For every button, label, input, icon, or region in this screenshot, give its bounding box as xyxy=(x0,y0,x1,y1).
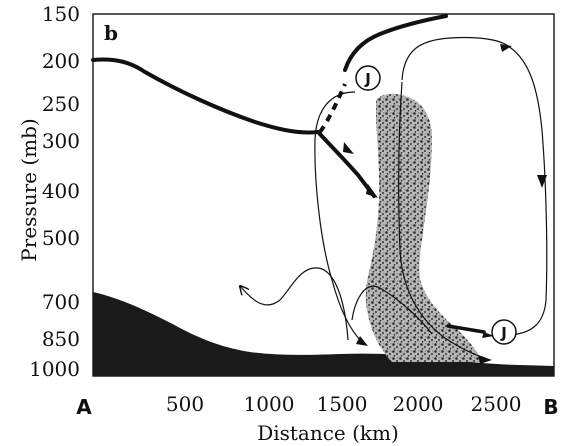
lower-return-flow xyxy=(351,285,433,335)
front-barb xyxy=(343,142,354,154)
loop-left-arrow xyxy=(356,336,368,346)
endpoint-label-b: B xyxy=(543,395,558,419)
plot-frame xyxy=(92,13,555,377)
terrain-surface xyxy=(93,292,554,376)
upper-front-line xyxy=(91,57,320,135)
y-axis-ticks: 150 200 250 300 400 500 700 850 1000 xyxy=(29,2,80,381)
tropopause-dashed-link xyxy=(318,83,347,134)
endpoint-label-a: A xyxy=(76,395,92,419)
descending-flow-line xyxy=(398,81,486,359)
surface-front-segment xyxy=(446,324,486,334)
y-tick-label: 400 xyxy=(42,179,80,203)
jet-marker-lower: J xyxy=(491,319,517,345)
panel-label: b xyxy=(104,21,118,45)
x-tick-label: 1000 xyxy=(244,392,295,416)
descending-flow-arrow xyxy=(478,355,492,364)
y-tick-label: 500 xyxy=(42,226,80,250)
circulation-loop-right xyxy=(401,36,548,340)
x-tick-label: 2000 xyxy=(393,392,444,416)
front-barb-end xyxy=(366,184,378,198)
x-axis-title: Distance (km) xyxy=(257,421,399,445)
x-tick-label: 2500 xyxy=(471,392,522,416)
y-tick-label: 150 xyxy=(42,2,80,26)
jet-label-upper: J xyxy=(364,70,371,88)
front-descending-branch xyxy=(316,130,376,198)
low-level-flow-line xyxy=(240,267,349,341)
upper-tropopause-line xyxy=(343,14,448,72)
cloud-column xyxy=(365,93,482,363)
y-tick-label: 850 xyxy=(42,327,80,351)
jet-label-lower: J xyxy=(500,324,507,342)
x-tick-label: 500 xyxy=(166,392,204,416)
y-tick-label: 250 xyxy=(42,92,80,116)
y-axis-title: Pressure (mb) xyxy=(17,118,41,261)
x-axis-ticks: 500 1000 1500 2000 2500 xyxy=(166,392,522,416)
y-tick-label: 1000 xyxy=(29,357,80,381)
y-tick-label: 700 xyxy=(42,290,80,314)
x-tick-label: 1500 xyxy=(317,392,368,416)
circulation-loop-left xyxy=(314,91,363,343)
loop-arrow-top xyxy=(500,44,512,52)
y-tick-label: 300 xyxy=(42,129,80,153)
loop-arrow-right xyxy=(537,175,547,188)
jet-marker-upper: J xyxy=(355,65,381,91)
y-tick-label: 200 xyxy=(42,49,80,73)
surface-front-barb xyxy=(482,332,494,338)
